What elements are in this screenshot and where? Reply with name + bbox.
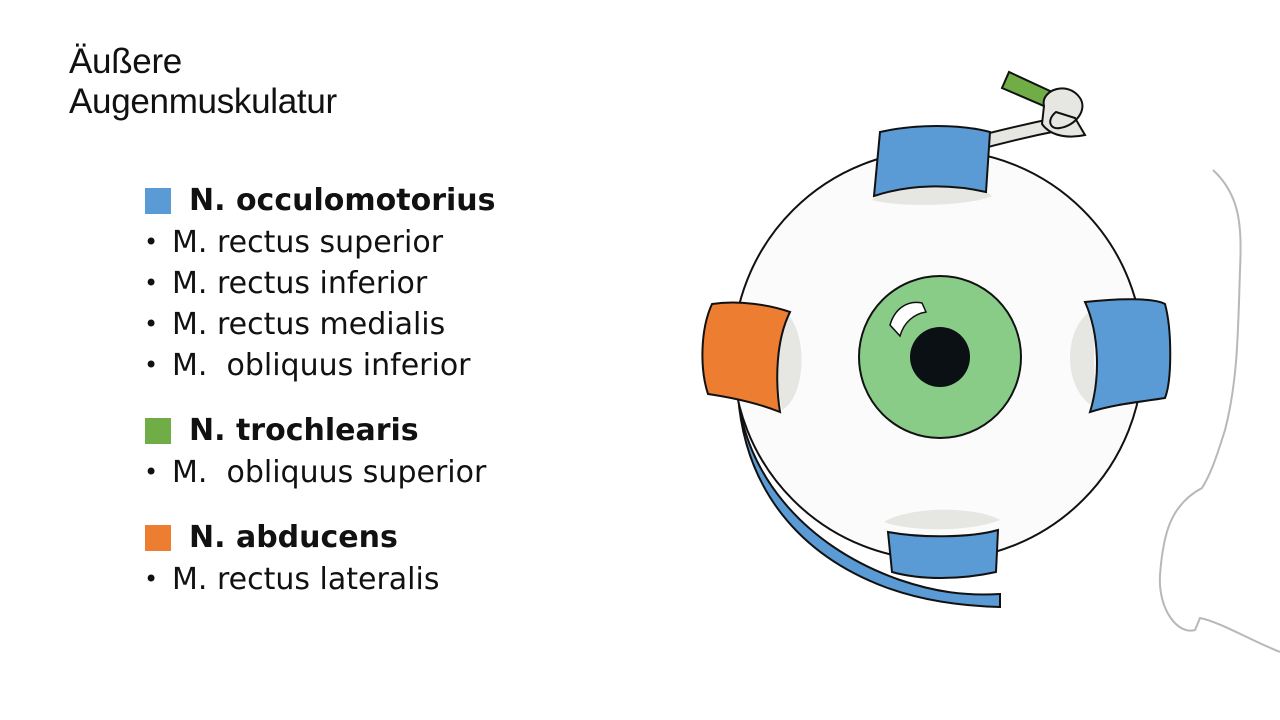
color-swatch-green bbox=[145, 418, 171, 444]
face-profile-outline bbox=[1158, 169, 1280, 653]
legend-group-header: N. trochlearis bbox=[142, 410, 622, 452]
list-item: • M. rectus superior bbox=[142, 222, 622, 263]
rectus-medialis-muscle bbox=[1083, 298, 1172, 414]
legend-group-trochlearis: N. trochlearis • M. obliquus superior bbox=[142, 410, 622, 493]
rectus-inferior-insertion bbox=[884, 509, 1000, 530]
color-swatch-orange bbox=[145, 525, 171, 551]
trochlea-loop bbox=[1040, 87, 1087, 138]
list-item: • M. rectus lateralis bbox=[142, 559, 622, 600]
muscle-name: M. rectus inferior bbox=[172, 266, 428, 301]
list-item: • M. rectus inferior bbox=[142, 263, 622, 304]
nerve-legend: N. occulomotorius • M. rectus superior • M… bbox=[142, 180, 622, 624]
pupil bbox=[910, 327, 970, 387]
list-item: • M. obliquus superior bbox=[142, 452, 622, 493]
legend-group-header: N. occulomotorius bbox=[142, 180, 622, 222]
legend-group-abducens: N. abducens • M. rectus lateralis bbox=[142, 517, 622, 600]
muscle-name: M. obliquus superior bbox=[172, 455, 487, 490]
slide-title: Äußere Augenmuskulatur bbox=[69, 42, 337, 122]
nerve-label: N. occulomotorius bbox=[189, 183, 496, 218]
bullet-icon: • bbox=[144, 269, 159, 297]
list-item: • M. rectus medialis bbox=[142, 304, 622, 345]
nerve-label: N. abducens bbox=[189, 520, 398, 555]
muscle-name: M. rectus lateralis bbox=[172, 562, 440, 597]
obliquus-inferior-muscle bbox=[737, 394, 1001, 609]
rectus-lateralis-muscle bbox=[701, 301, 792, 414]
bullet-icon: • bbox=[144, 351, 159, 379]
legend-group-occulomotorius: N. occulomotorius • M. rectus superior • M… bbox=[142, 180, 622, 386]
bullet-icon: • bbox=[144, 565, 159, 593]
rectus-inferior-muscle bbox=[886, 528, 1000, 579]
legend-group-header: N. abducens bbox=[142, 517, 622, 559]
muscle-name: M. rectus medialis bbox=[172, 307, 446, 342]
rectus-lateralis-insertion bbox=[777, 310, 802, 410]
muscle-list: • M. obliquus superior bbox=[142, 452, 622, 493]
rectus-superior-muscle bbox=[872, 125, 992, 198]
color-swatch-blue bbox=[145, 188, 171, 214]
nerve-label: N. trochlearis bbox=[189, 413, 419, 448]
muscle-list: •M. rectus superior •M. rectus inferior … bbox=[142, 222, 622, 386]
title-line-1: Äußere bbox=[69, 42, 182, 81]
muscle-list: • M. rectus lateralis bbox=[142, 559, 622, 600]
title-line-2: Augenmuskulatur bbox=[69, 82, 337, 121]
bullet-icon: • bbox=[144, 228, 159, 256]
bullet-icon: • bbox=[144, 310, 159, 338]
bullet-icon: • bbox=[144, 458, 159, 486]
rectus-medialis-insertion bbox=[1070, 306, 1100, 410]
list-item: • M. obliquus inferior bbox=[142, 345, 622, 386]
eye-muscle-diagram bbox=[701, 70, 1280, 653]
muscle-name: M. obliquus inferior bbox=[172, 348, 471, 383]
iris-highlight bbox=[889, 301, 928, 338]
muscle-name: M. rectus superior bbox=[172, 225, 444, 260]
